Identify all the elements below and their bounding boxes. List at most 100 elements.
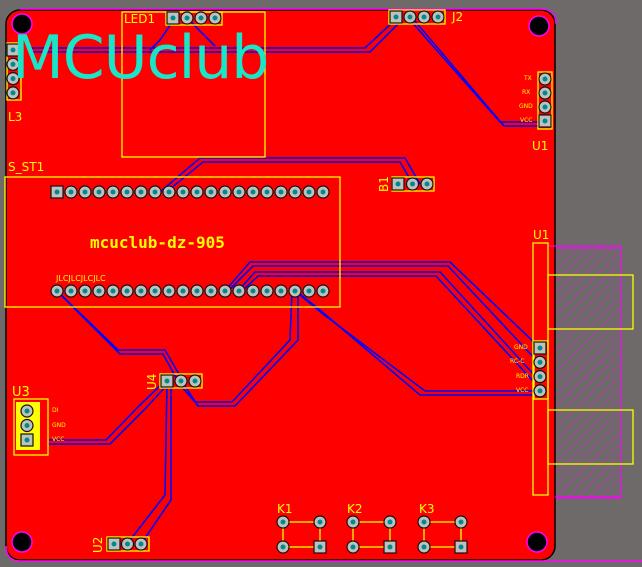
pad-drill <box>292 288 298 294</box>
pad-drill <box>192 378 198 384</box>
pad-drill <box>537 374 543 380</box>
u1-pin-label: RC-C <box>510 358 525 365</box>
pad-drill <box>194 288 200 294</box>
pad-drill <box>278 288 284 294</box>
keepout-area <box>554 247 622 499</box>
traces <box>30 17 541 545</box>
u1-label[interactable]: U1 <box>533 228 550 242</box>
pad-drill <box>24 408 30 414</box>
pad-drill <box>178 378 184 384</box>
u1-pin-label: GND <box>514 344 528 351</box>
pad-drill <box>236 189 242 195</box>
pad-drill <box>124 288 130 294</box>
u1-header-pin-label: RX <box>522 89 531 96</box>
pad-drill <box>280 544 286 550</box>
pad-drill <box>10 90 16 96</box>
k3-label[interactable]: K3 <box>419 502 435 516</box>
u1-header-label[interactable]: U1 <box>532 139 549 153</box>
pad-drill <box>180 288 186 294</box>
pad-drill <box>410 181 415 187</box>
pad-drill <box>152 288 158 294</box>
pad-drill <box>82 288 88 294</box>
u1-header-pin-label: TX <box>524 75 532 82</box>
s-st1-label[interactable]: S_ST1 <box>8 160 45 174</box>
pad-drill <box>421 544 427 550</box>
pad-drill <box>542 90 548 96</box>
pad-drill <box>421 519 427 525</box>
pad-drill <box>250 288 256 294</box>
u3-label[interactable]: U3 <box>12 385 30 400</box>
pad-drill <box>393 14 399 20</box>
pad-drill <box>280 519 286 525</box>
pad-drill <box>542 104 548 110</box>
pad-drill <box>198 15 204 21</box>
pad-drill <box>180 189 186 195</box>
pad-drill <box>138 189 144 195</box>
pad-drill <box>222 189 228 195</box>
pad-drill <box>222 288 228 294</box>
pad-drill <box>164 378 170 384</box>
pad-drill <box>278 189 284 195</box>
pad-drill <box>264 189 270 195</box>
pad-drill <box>184 15 190 21</box>
pad-drill <box>306 288 312 294</box>
pad-drill <box>236 288 242 294</box>
pad-drill <box>124 189 130 195</box>
pad-drill <box>152 189 158 195</box>
pad-drill <box>435 14 441 20</box>
pad-drill <box>111 541 117 547</box>
pad-drill <box>264 288 270 294</box>
pad-drill <box>166 189 172 195</box>
pad-drill <box>350 544 356 550</box>
k2-label[interactable]: K2 <box>347 502 363 516</box>
pad-drill <box>320 189 326 195</box>
pad-drill <box>54 288 60 294</box>
pad-drill <box>350 519 356 525</box>
pad-drill <box>317 519 323 525</box>
pad-drill <box>194 189 200 195</box>
jlc-silk: JLCJLCJLCJLC <box>56 274 106 283</box>
pad-drill <box>306 189 312 195</box>
l3-label[interactable]: L3 <box>8 110 23 124</box>
u1-pin-label: RDR <box>516 373 529 380</box>
pad-drill <box>166 288 172 294</box>
pad-drill <box>387 544 393 550</box>
mounting-holes <box>11 13 550 553</box>
pad-drill <box>395 181 401 187</box>
pad-drill <box>24 437 30 443</box>
k1-label[interactable]: K1 <box>277 502 293 516</box>
pad-drill <box>24 423 30 428</box>
pad-drill <box>68 189 74 195</box>
pad-drill <box>212 15 218 21</box>
u2-label[interactable]: U2 <box>91 536 105 553</box>
pad-drill <box>208 189 214 195</box>
pad-drill <box>542 76 548 82</box>
pad-drill <box>208 288 214 294</box>
pad-drill <box>10 76 16 82</box>
pad-drill <box>537 345 543 351</box>
u1-header-pin-label: VCC <box>520 117 533 124</box>
led1-label[interactable]: LED1 <box>124 12 156 26</box>
pad-drill <box>54 189 60 195</box>
pad-drill <box>110 189 116 195</box>
module-label: mcuclub-dz-905 <box>90 233 225 252</box>
u1-header-pin-label: GND <box>519 103 533 110</box>
pad-drill <box>10 47 16 53</box>
pad-drill <box>250 189 256 195</box>
pad-drill <box>125 541 130 547</box>
u1-pin-label: VCC <box>516 387 529 394</box>
u3-pin-label: VCC <box>52 436 65 443</box>
pad-drill <box>424 181 430 187</box>
pads <box>6 10 552 554</box>
u4-label[interactable]: U4 <box>145 373 159 390</box>
u3-pin-label: GND <box>52 422 66 429</box>
pad-drill <box>421 14 427 20</box>
pad-drill <box>82 189 88 195</box>
pad-drill <box>387 519 393 525</box>
pad-drill <box>138 288 144 294</box>
b1-label[interactable]: B1 <box>377 176 391 192</box>
u3-pin-label: DI <box>52 407 59 414</box>
j2-label[interactable]: J2 <box>452 10 464 24</box>
pad-drill <box>138 541 144 547</box>
